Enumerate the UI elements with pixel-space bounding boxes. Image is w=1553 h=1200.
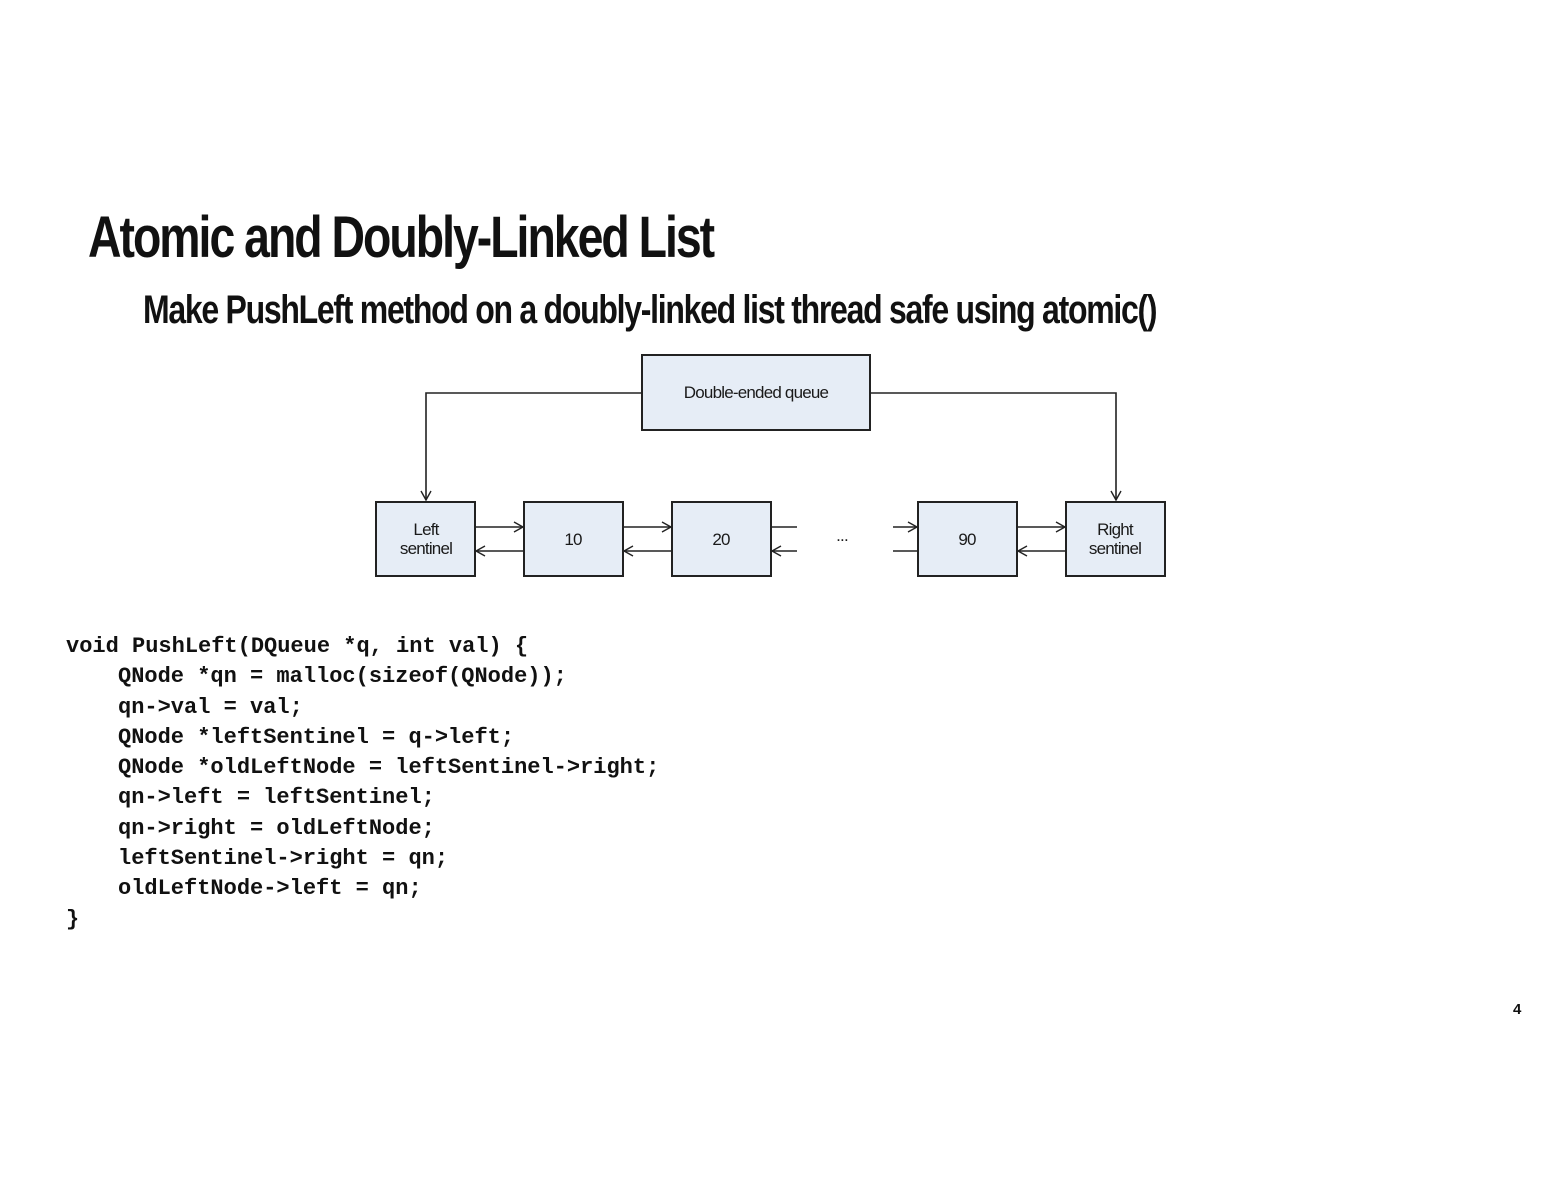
- node-90-label: 90: [958, 530, 976, 549]
- code-line: qn->val = val;: [118, 694, 303, 720]
- node-20-label: 20: [712, 530, 730, 549]
- left-sentinel-label-line1: Left: [413, 520, 439, 539]
- node-10-label: 10: [564, 530, 582, 549]
- code-line: QNode *qn = malloc(sizeof(QNode));: [118, 664, 567, 690]
- code-line: qn->right = oldLeftNode;: [118, 815, 435, 841]
- code-line: QNode *oldLeftNode = leftSentinel->right…: [118, 755, 660, 781]
- queue-box: [641, 354, 871, 431]
- queue-to-right-sentinel-arrow: [870, 392, 1122, 502]
- right-sentinel-label-line2: sentinel: [1089, 539, 1141, 558]
- node-90: [917, 501, 1018, 577]
- code-line: void PushLeft(DQueue *q, int val) {: [66, 634, 529, 659]
- queue-label: Double-ended queue: [684, 383, 829, 402]
- code-block: void PushLeft(DQueue *q, int val) { QNod…: [66, 632, 659, 935]
- ellipsis-label: ...: [836, 526, 848, 545]
- code-line: oldLeftNode->left = qn;: [118, 876, 422, 902]
- left-sentinel-node: [375, 501, 476, 577]
- node-20: [671, 501, 772, 577]
- code-line: leftSentinel->right = qn;: [118, 846, 449, 872]
- left-sentinel-label-line2: sentinel: [400, 539, 452, 558]
- node-10: [523, 501, 624, 577]
- right-sentinel-node: [1065, 501, 1166, 577]
- slide-title: Atomic and Doubly-Linked List: [88, 205, 715, 270]
- page-number: 4: [1513, 1001, 1522, 1018]
- queue-to-left-sentinel-arrow: [420, 392, 642, 502]
- code-line: QNode *leftSentinel = q->left;: [118, 724, 515, 750]
- right-sentinel-label-line1: Right: [1097, 520, 1134, 539]
- slide-subtitle: Make PushLeft method on a doubly-linked …: [143, 288, 1158, 332]
- code-line: }: [66, 906, 80, 932]
- code-line: qn->left = leftSentinel;: [118, 785, 435, 811]
